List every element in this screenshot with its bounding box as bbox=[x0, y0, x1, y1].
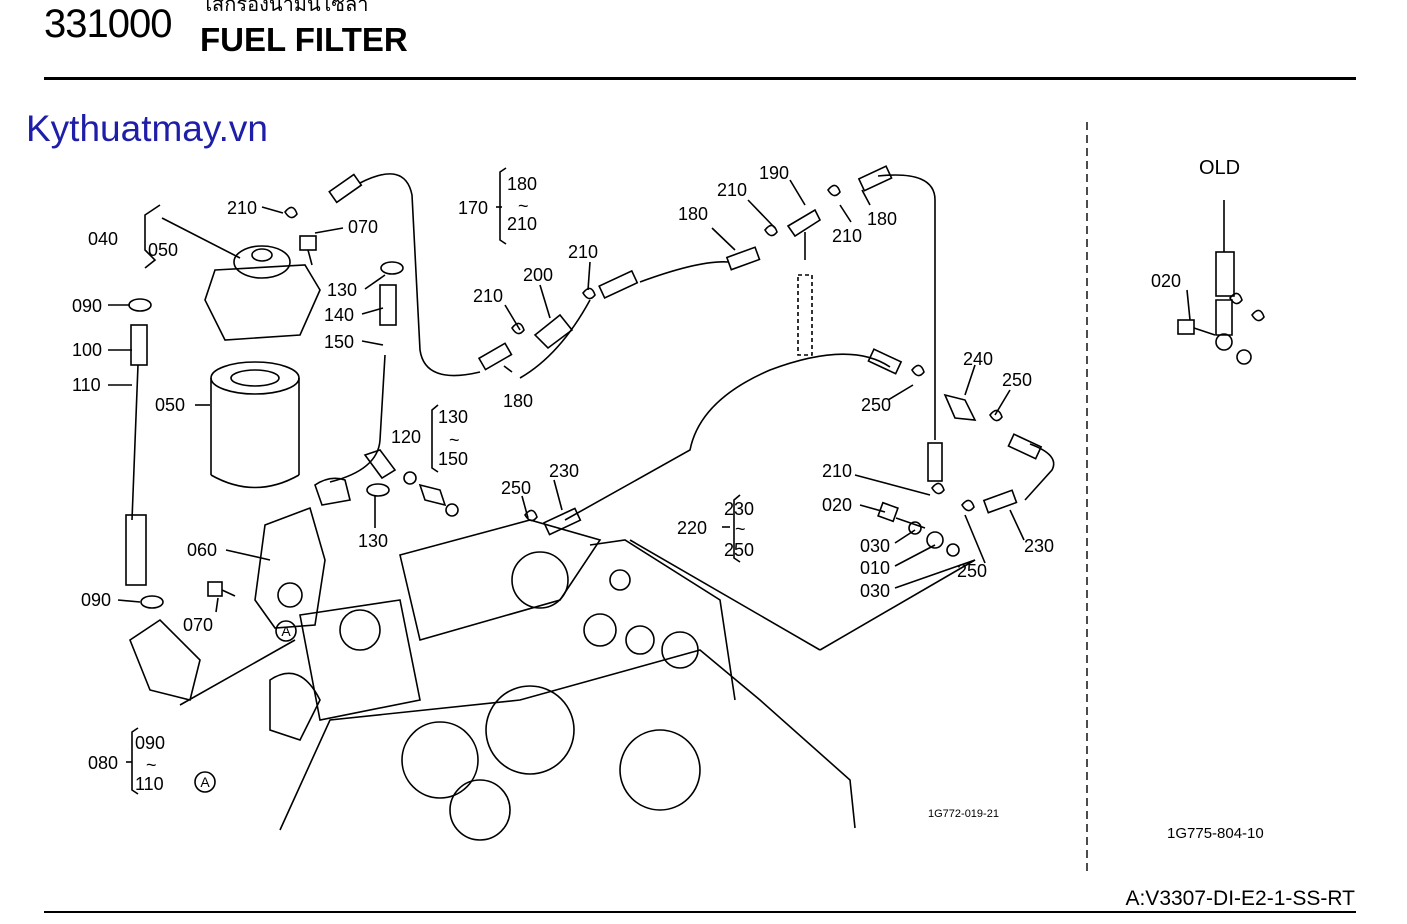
figure-code-old: 1G775-804-10 bbox=[1167, 825, 1264, 842]
reference-markers: A A bbox=[200, 623, 291, 790]
range-tilde: ~ bbox=[735, 519, 746, 539]
callout-210: 210 bbox=[717, 180, 747, 200]
callout-200: 200 bbox=[523, 265, 553, 285]
callout-050: 050 bbox=[155, 395, 185, 415]
callout-210: 210 bbox=[568, 242, 598, 262]
callout-labels: 040 050 210 070 090 130 140 150 100 110 … bbox=[72, 163, 1181, 794]
thai-title: ไส้กรองน้ำมันโซล่า bbox=[202, 0, 369, 16]
page-title: FUEL FILTER bbox=[200, 21, 408, 58]
range-tilde: ~ bbox=[146, 755, 157, 775]
callout-210: 210 bbox=[832, 226, 862, 246]
callout-180: 180 bbox=[867, 209, 897, 229]
callout-210: 210 bbox=[822, 461, 852, 481]
range-tilde: ~ bbox=[449, 430, 460, 450]
range-tilde: ~ bbox=[518, 196, 529, 216]
callout-130: 130 bbox=[438, 407, 468, 427]
callout-140: 140 bbox=[324, 305, 354, 325]
marker-a: A bbox=[281, 623, 291, 639]
callout-060: 060 bbox=[187, 540, 217, 560]
callout-090: 090 bbox=[72, 296, 102, 316]
callout-150: 150 bbox=[324, 332, 354, 352]
callout-080: 080 bbox=[88, 753, 118, 773]
range-tildes: ~ ~ ~ ~ bbox=[146, 196, 746, 775]
callout-230: 230 bbox=[724, 499, 754, 519]
callout-230: 230 bbox=[549, 461, 579, 481]
callout-130: 130 bbox=[327, 280, 357, 300]
callout-120: 120 bbox=[391, 427, 421, 447]
callout-040: 040 bbox=[88, 229, 118, 249]
section-code: 331000 bbox=[44, 2, 172, 46]
callout-240: 240 bbox=[963, 349, 993, 369]
old-label: OLD bbox=[1199, 157, 1240, 179]
callout-100: 100 bbox=[72, 340, 102, 360]
callout-020: 020 bbox=[1151, 271, 1181, 291]
callout-250: 250 bbox=[501, 478, 531, 498]
callout-030: 030 bbox=[860, 536, 890, 556]
diagram-linework bbox=[108, 122, 1265, 876]
callout-210: 210 bbox=[473, 286, 503, 306]
header-divider bbox=[44, 77, 1356, 80]
callout-090: 090 bbox=[81, 590, 111, 610]
callout-210: 210 bbox=[507, 214, 537, 234]
callout-250: 250 bbox=[1002, 370, 1032, 390]
callout-180: 180 bbox=[678, 204, 708, 224]
callout-070: 070 bbox=[183, 615, 213, 635]
callout-180: 180 bbox=[503, 391, 533, 411]
callout-210: 210 bbox=[227, 198, 257, 218]
callout-020: 020 bbox=[822, 495, 852, 515]
callout-090: 090 bbox=[135, 733, 165, 753]
callout-220: 220 bbox=[677, 518, 707, 538]
callout-250: 250 bbox=[724, 540, 754, 560]
callout-130: 130 bbox=[358, 531, 388, 551]
callout-250: 250 bbox=[861, 395, 891, 415]
watermark-text: Kythuatmay.vn bbox=[26, 108, 268, 149]
callout-250: 250 bbox=[957, 561, 987, 581]
footer-divider bbox=[44, 911, 1356, 913]
callout-110: 110 bbox=[72, 375, 101, 395]
hose-clamps bbox=[284, 184, 1265, 522]
callout-110: 110 bbox=[135, 774, 164, 794]
callout-070: 070 bbox=[348, 217, 378, 237]
model-code: A:V3307-DI-E2-1-SS-RT bbox=[1125, 887, 1355, 910]
callout-150: 150 bbox=[438, 449, 468, 469]
callout-030: 030 bbox=[860, 581, 890, 601]
callout-170: 170 bbox=[458, 198, 488, 218]
callout-180: 180 bbox=[507, 174, 537, 194]
callout-010: 010 bbox=[860, 558, 890, 578]
callout-190: 190 bbox=[759, 163, 789, 183]
figure-code-main: 1G772-019-21 bbox=[928, 808, 999, 820]
callout-050: 050 bbox=[148, 240, 178, 260]
callout-230: 230 bbox=[1024, 536, 1054, 556]
marker-a: A bbox=[200, 774, 210, 790]
